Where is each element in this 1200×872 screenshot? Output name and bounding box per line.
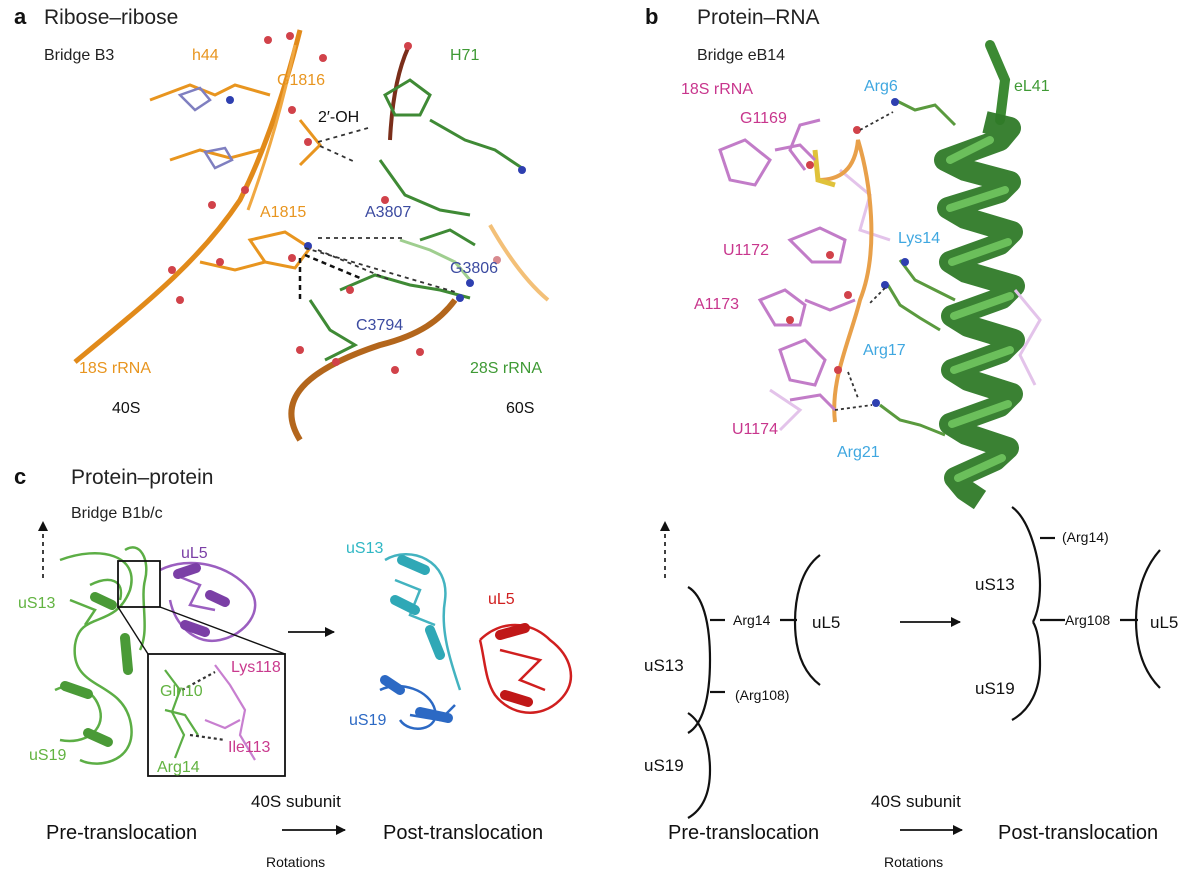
label-60s: 60S — [506, 400, 534, 417]
label-18s-rrna: 18S rRNA — [79, 360, 151, 377]
d-transition-bottom: Rotations — [884, 854, 943, 870]
label-h44: h44 — [192, 47, 219, 64]
label-a3807: A3807 — [365, 204, 411, 221]
helices-cyan-post — [395, 560, 440, 655]
label-ul5-post: uL5 — [488, 591, 515, 608]
protein-us19-post — [380, 686, 455, 729]
label-28s-rrna: 28S rRNA — [470, 360, 542, 377]
pre-arg14: Arg14 — [733, 612, 771, 628]
label-g1816: G1816 — [277, 72, 325, 89]
panel-b-bridge: Bridge eB14 — [697, 47, 785, 64]
label-arg14-c: Arg14 — [157, 759, 200, 776]
panel-b-title: Protein–RNA — [697, 6, 820, 29]
post-arg14: (Arg14) — [1062, 529, 1109, 545]
label-el41: eL41 — [1014, 78, 1050, 95]
panel-c-letter: c — [14, 464, 26, 489]
post-us13: uS13 — [975, 575, 1015, 594]
post-arg108: Arg108 — [1065, 612, 1110, 628]
label-lys14: Lys14 — [898, 230, 940, 247]
label-lys118: Lys118 — [231, 659, 281, 676]
label-ile113: Ile113 — [228, 739, 271, 756]
label-us19-pre: uS19 — [29, 747, 66, 764]
helices-red-post — [500, 628, 528, 702]
label-arg21: Arg21 — [837, 444, 880, 461]
label-us13-post: uS13 — [346, 540, 383, 557]
pre-ul5: uL5 — [812, 613, 840, 632]
label-g1169: G1169 — [740, 110, 787, 127]
post-us19: uS19 — [975, 679, 1015, 698]
panel-a-bridge: Bridge B3 — [44, 47, 114, 64]
panel-a-letter: a — [14, 4, 27, 29]
label-40s: 40S — [112, 400, 140, 417]
label-2oh: 2′-OH — [318, 109, 359, 126]
label-g3806: G3806 — [450, 260, 498, 277]
label-h71: H71 — [450, 47, 479, 64]
panel-b: b Protein–RNA Bridge eB14 — [645, 4, 1050, 500]
label-us13-pre: uS13 — [18, 595, 55, 612]
post-ul5: uL5 — [1150, 613, 1178, 632]
label-gln10: Gln10 — [160, 683, 203, 700]
atom-dots — [168, 32, 526, 374]
label-us19-post: uS19 — [349, 712, 386, 729]
label-u1174: U1174 — [732, 421, 778, 438]
label-ul5-pre: uL5 — [181, 545, 208, 562]
zoom-line-2 — [160, 607, 285, 654]
pre-us13: uS13 — [644, 656, 684, 675]
backbone-h71 — [390, 48, 408, 140]
panel-c: c Protein–protein Bridge B1b/c — [14, 464, 571, 870]
purple-nucleotides — [720, 120, 855, 410]
d-transition-from: Pre-translocation — [668, 822, 819, 844]
label-a1173: A1173 — [694, 296, 739, 313]
panel-b-letter: b — [645, 4, 658, 29]
panel-c-bridge: Bridge B1b/c — [71, 505, 163, 522]
label-arg17: Arg17 — [863, 342, 906, 359]
d-transition-to: Post-translocation — [998, 822, 1158, 844]
panel-c-title: Protein–protein — [71, 466, 213, 489]
c-transition-bottom: Rotations — [266, 854, 325, 870]
helices-green-pre — [65, 597, 128, 742]
label-a1815: A1815 — [260, 204, 306, 221]
protein-us13-us19-pre — [55, 547, 146, 763]
c-transition-from: Pre-translocation — [46, 822, 197, 844]
pre-arg108: (Arg108) — [735, 687, 789, 703]
helices-blue-post — [385, 680, 448, 718]
label-u1172: U1172 — [723, 242, 769, 259]
panel-a: a Ribose–ribose Bridge B3 — [14, 4, 548, 440]
backbone-18s — [75, 30, 300, 362]
c-transition-top: 40S subunit — [251, 792, 341, 811]
protein-us13-post — [385, 554, 460, 690]
pre-us19: uS19 — [644, 756, 684, 775]
label-arg6: Arg6 — [864, 78, 898, 95]
label-18s-rrna-b: 18S rRNA — [681, 81, 753, 98]
label-c3794: C3794 — [356, 317, 403, 334]
el41-helix — [945, 45, 1014, 500]
panel-a-title: Ribose–ribose — [44, 6, 178, 29]
c-transition-to: Post-translocation — [383, 822, 543, 844]
panel-schematic: Arg14 uL5 uS13 (Arg108) uS19 (Arg14) uS1… — [644, 507, 1178, 870]
d-transition-top: 40S subunit — [871, 792, 961, 811]
